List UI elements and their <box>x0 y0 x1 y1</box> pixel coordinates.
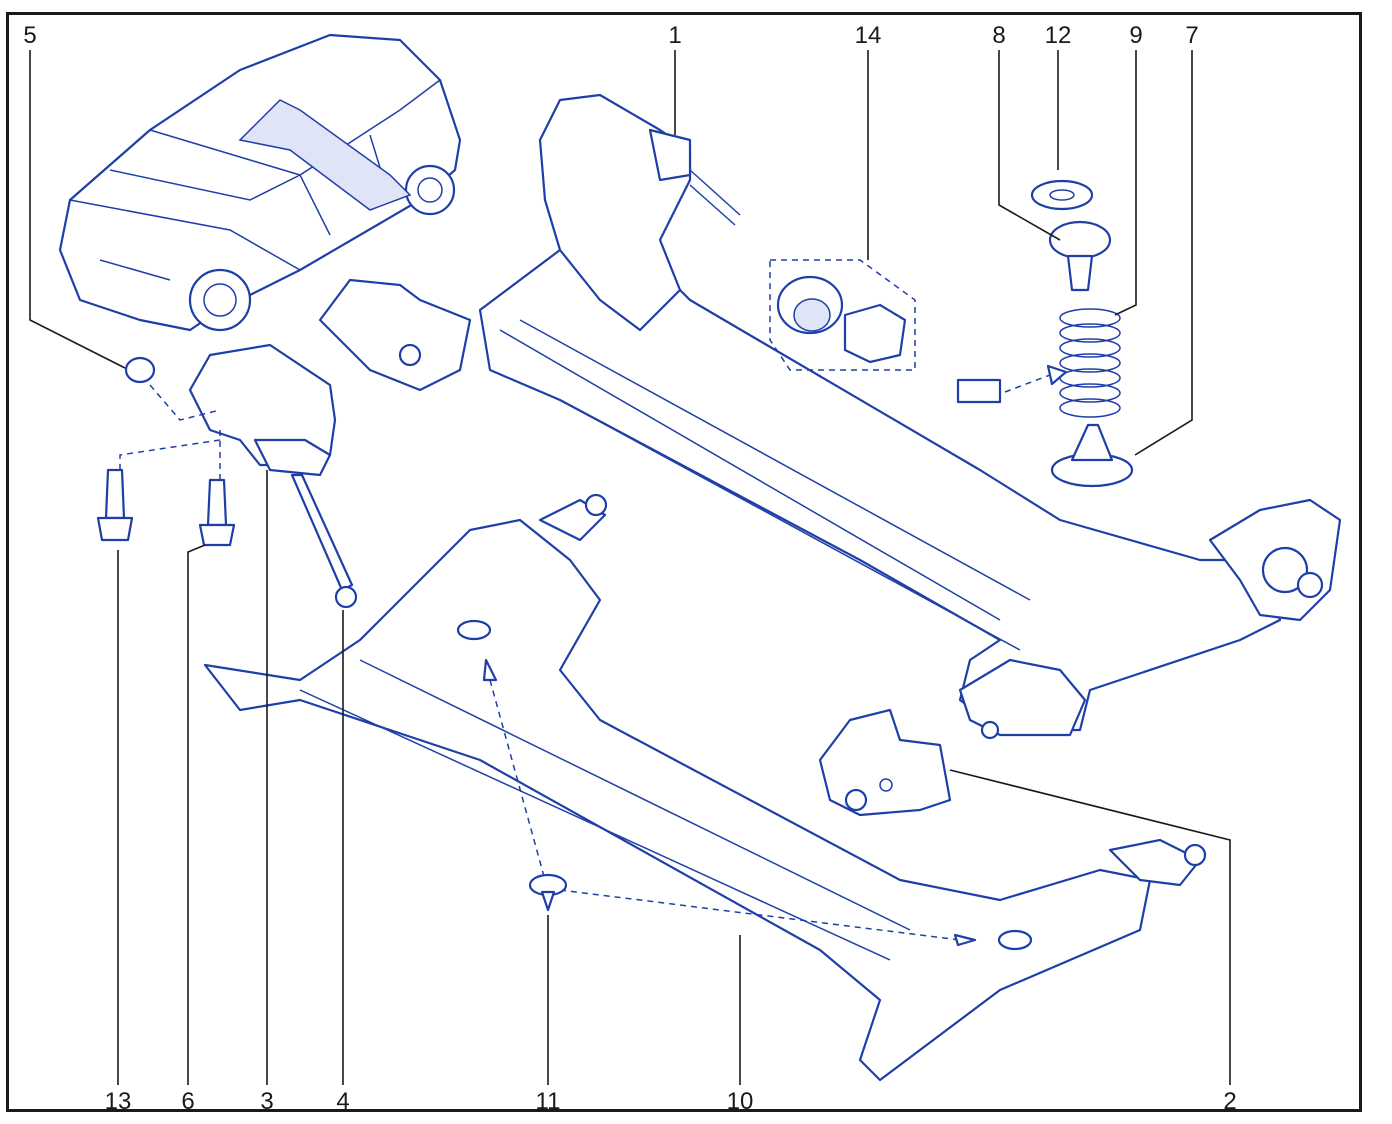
callout-3: 3 <box>260 1088 274 1115</box>
right-mount-bracket <box>818 708 952 817</box>
coil-spring <box>1059 308 1121 418</box>
leader-lines <box>29 50 1231 1085</box>
callout-2: 2 <box>1223 1088 1237 1115</box>
crossmember-fastener <box>528 873 568 912</box>
callout-11: 11 <box>535 1088 561 1115</box>
callout-1: 1 <box>668 22 682 49</box>
car-illustration <box>58 33 462 332</box>
crossmember <box>203 493 1207 1082</box>
callout-6: 6 <box>181 1088 195 1115</box>
axle-bush-kit <box>769 259 916 371</box>
callout-7: 7 <box>1185 22 1199 49</box>
callout-9: 9 <box>1129 22 1143 49</box>
callout-4: 4 <box>336 1088 350 1115</box>
rear-axle-beam <box>318 93 1342 740</box>
callout-10: 10 <box>726 1088 754 1115</box>
spring-assembly <box>956 179 1134 488</box>
left-mount-hardware <box>96 343 358 609</box>
callout-14: 14 <box>854 22 882 49</box>
callout-13: 13 <box>104 1088 132 1115</box>
callout-12: 12 <box>1044 22 1072 49</box>
callout-8: 8 <box>992 22 1006 49</box>
callout-5: 5 <box>23 22 37 49</box>
